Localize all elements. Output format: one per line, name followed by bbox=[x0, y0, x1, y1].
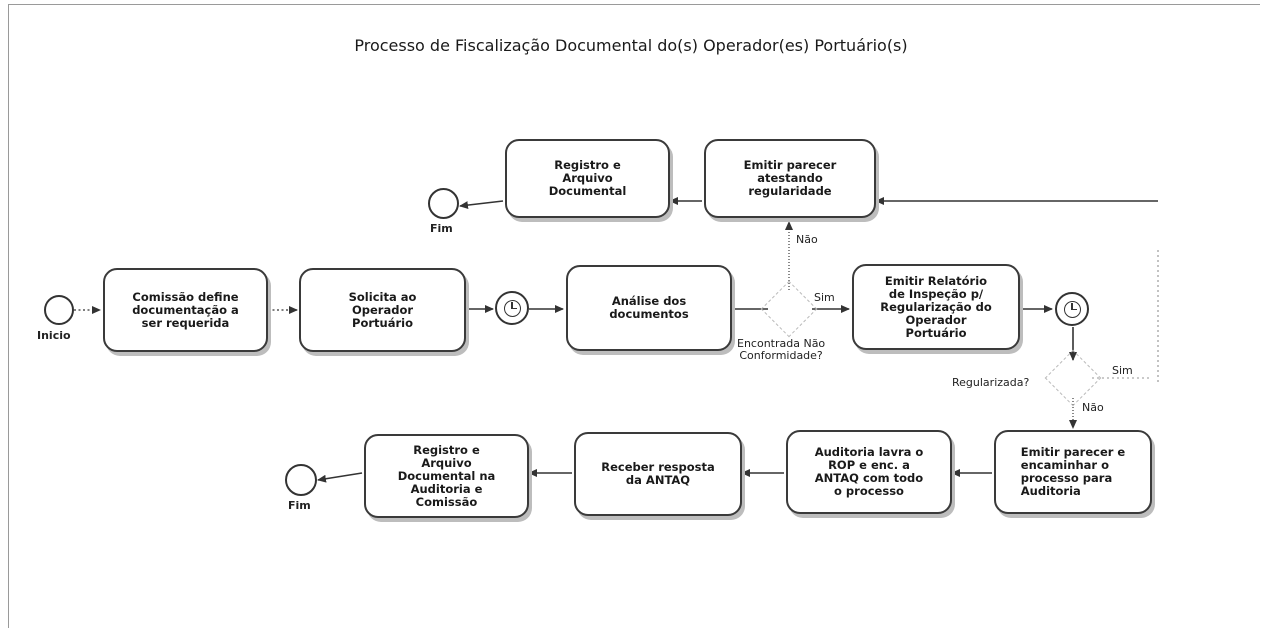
gateway-regularizada-yes: Sim bbox=[1112, 364, 1133, 377]
start-event-label: Inicio bbox=[37, 329, 71, 342]
end-event-bottom bbox=[285, 464, 317, 496]
clock-icon bbox=[1063, 300, 1081, 318]
task-comissao-define: Comissão define documentação a ser reque… bbox=[103, 268, 268, 352]
task-emitir-parecer-regularidade: Emitir parecer atestando regularidade bbox=[704, 139, 876, 218]
flow-registro-to-fim bbox=[459, 200, 504, 210]
task-emitir-parecer-auditoria: Emitir parecer e encaminhar o processo p… bbox=[994, 430, 1152, 514]
task-auditoria-lavra: Auditoria lavra o ROP e enc. a ANTAQ com… bbox=[786, 430, 952, 514]
start-event bbox=[44, 295, 74, 325]
diagram-frame bbox=[8, 4, 1260, 628]
gateway-nao-conformidade-no: Não bbox=[796, 233, 818, 246]
task-emitir-relatorio: Emitir Relatório de Inspeção p/ Regulari… bbox=[852, 264, 1020, 350]
task-registro-arquivo: Registro e Arquivo Documental bbox=[505, 139, 670, 218]
gateway-nao-conformidade-question: Encontrada Não Conformidade? bbox=[737, 337, 826, 362]
end-event-bottom-label: Fim bbox=[288, 499, 311, 512]
gateway-regularizada-no: Não bbox=[1082, 401, 1104, 414]
task-receber-resposta: Receber resposta da ANTAQ bbox=[574, 432, 742, 516]
gateway-regularizada-question: Regularizada? bbox=[952, 376, 1030, 389]
task-solicita-operador: Solicita ao Operador Portuário bbox=[299, 268, 466, 352]
diagram-title: Processo de Fiscalização Documental do(s… bbox=[354, 36, 908, 55]
task-registro-auditoria-comissao: Registro e Arquivo Documental na Auditor… bbox=[364, 434, 529, 518]
timer-event-1 bbox=[495, 291, 529, 325]
end-event-top bbox=[428, 188, 459, 219]
end-event-top-label: Fim bbox=[430, 222, 453, 235]
gateway-nao-conformidade-yes: Sim bbox=[814, 291, 835, 304]
task-analise-documentos: Análise dos documentos bbox=[566, 265, 732, 351]
clock-icon bbox=[503, 299, 521, 317]
timer-event-2 bbox=[1055, 292, 1089, 326]
flow-registro-to-fim-bottom bbox=[317, 472, 363, 483]
